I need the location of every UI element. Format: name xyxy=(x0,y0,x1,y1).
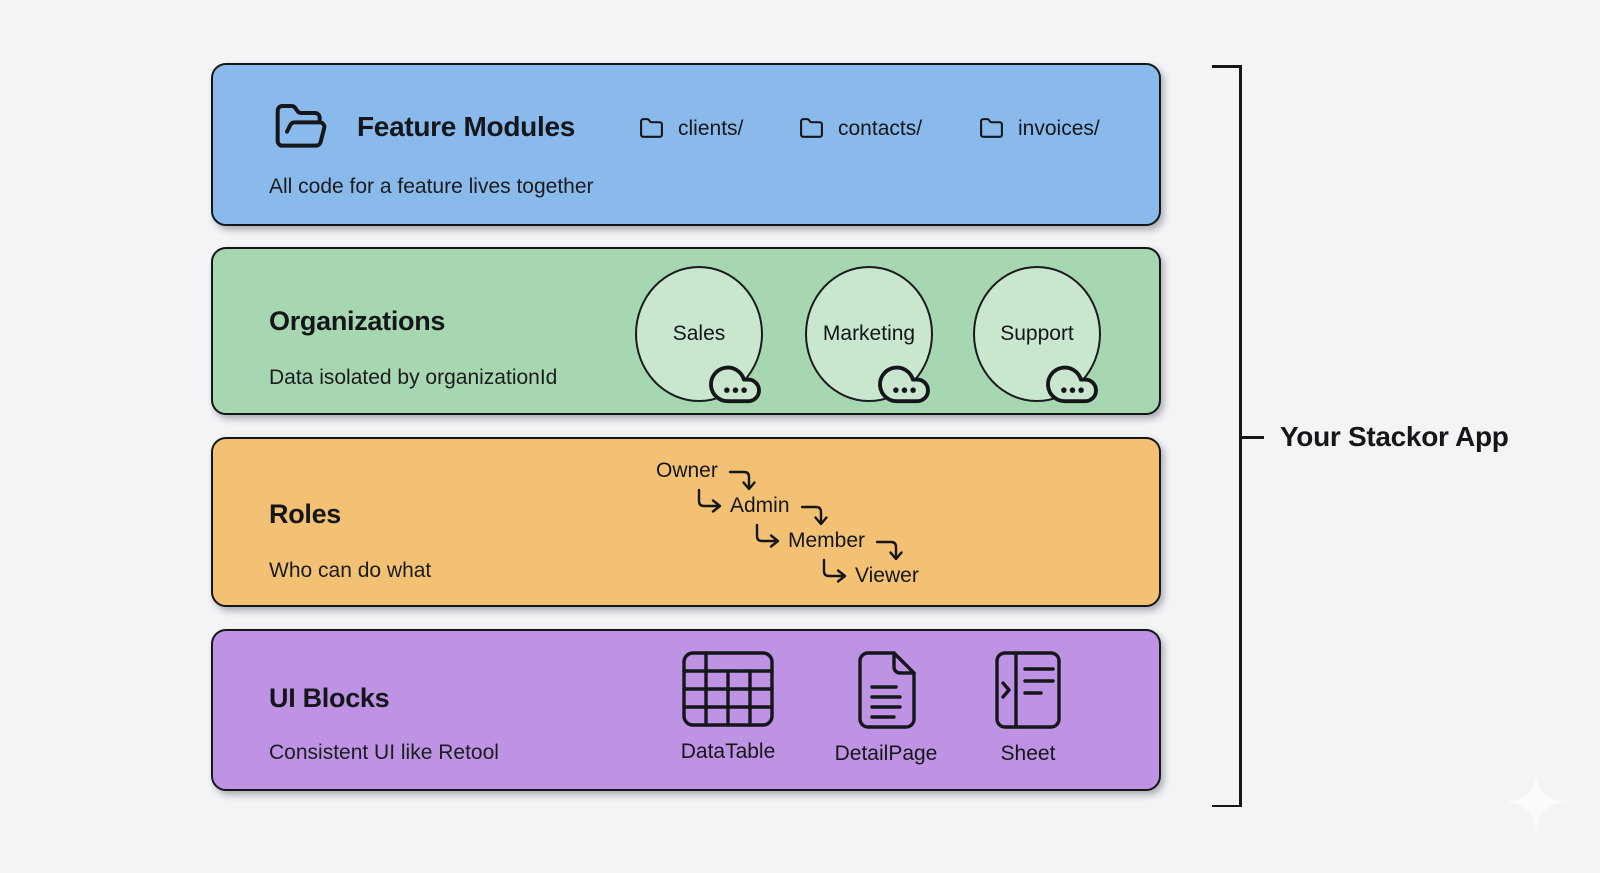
band-subtitle-roles: Who can do what xyxy=(269,559,432,582)
corner-down-right-icon xyxy=(819,558,847,585)
band-subtitle-ui-blocks: Consistent UI like Retool xyxy=(269,741,499,764)
folder-label: contacts/ xyxy=(838,116,923,140)
org-label: Marketing xyxy=(822,322,916,345)
bracket-vertical-line xyxy=(1239,65,1242,807)
sheet-icon xyxy=(995,651,1061,729)
band-ui-blocks: UI Blocks Consistent UI like Retool Data… xyxy=(211,629,1161,791)
band-subtitle-organizations: Data isolated by organizationId xyxy=(269,366,558,389)
org-label: Sales xyxy=(672,322,726,345)
cloud-icon xyxy=(705,358,765,406)
ui-block-label: DataTable xyxy=(680,740,776,763)
datatable-icon xyxy=(682,651,774,727)
sparkle-icon xyxy=(1506,772,1566,832)
detailpage-icon xyxy=(856,651,916,729)
corner-right-down-icon xyxy=(875,537,905,563)
ui-block-detailpage: DetailPage xyxy=(821,651,951,766)
role-row-admin: Admin xyxy=(694,488,919,525)
band-title-ui-blocks: UI Blocks xyxy=(269,683,390,713)
role-label: Owner xyxy=(656,458,718,482)
ui-block-label: Sheet xyxy=(1000,742,1056,765)
folder-chip-invoices: invoices/ xyxy=(977,116,1100,141)
roles-hierarchy: Owner Admin xyxy=(656,453,919,593)
role-label: Admin xyxy=(730,493,790,517)
ui-block-sheet: Sheet xyxy=(963,651,1093,766)
cloud-icon xyxy=(874,358,934,406)
band-title-organizations: Organizations xyxy=(269,306,446,336)
band-feature-modules: Feature Modules clients/ contacts/ xyxy=(211,63,1161,226)
role-row-owner: Owner xyxy=(656,453,919,490)
band-subtitle-feature-modules: All code for a feature lives together xyxy=(269,175,594,198)
band-title-roles: Roles xyxy=(269,499,342,529)
role-label: Member xyxy=(788,528,866,552)
band-title-feature-modules: Feature Modules xyxy=(357,111,575,142)
band-organizations: Organizations Data isolated by organizat… xyxy=(211,247,1161,415)
corner-right-down-icon xyxy=(728,467,758,493)
band-roles: Roles Who can do what Owner Admin xyxy=(211,437,1161,607)
bracket-top-tick xyxy=(1212,65,1240,68)
folder-chip-clients: clients/ xyxy=(637,116,743,141)
folder-icon xyxy=(797,116,826,141)
folder-icon xyxy=(977,116,1006,141)
role-row-viewer: Viewer xyxy=(819,558,919,593)
corner-right-down-icon xyxy=(800,502,830,528)
org-label: Support xyxy=(1000,322,1074,345)
folder-chip-contacts: contacts/ xyxy=(797,116,922,141)
bracket-middle-tick xyxy=(1241,436,1264,439)
corner-down-right-icon xyxy=(752,523,780,550)
corner-down-right-icon xyxy=(694,488,722,515)
ui-block-label: DetailPage xyxy=(834,742,938,765)
folder-icon xyxy=(637,116,666,141)
org-circle-sales: Sales xyxy=(635,266,763,402)
folder-label: invoices/ xyxy=(1018,116,1100,140)
role-row-member: Member xyxy=(752,523,919,560)
open-folder-icon xyxy=(267,99,335,155)
cloud-icon xyxy=(1042,358,1102,406)
ui-block-datatable: DataTable xyxy=(663,651,793,764)
role-label: Viewer xyxy=(855,563,919,587)
app-label: Your Stackor App xyxy=(1280,421,1509,452)
folder-label: clients/ xyxy=(678,116,744,140)
bracket-bottom-tick xyxy=(1212,804,1240,807)
